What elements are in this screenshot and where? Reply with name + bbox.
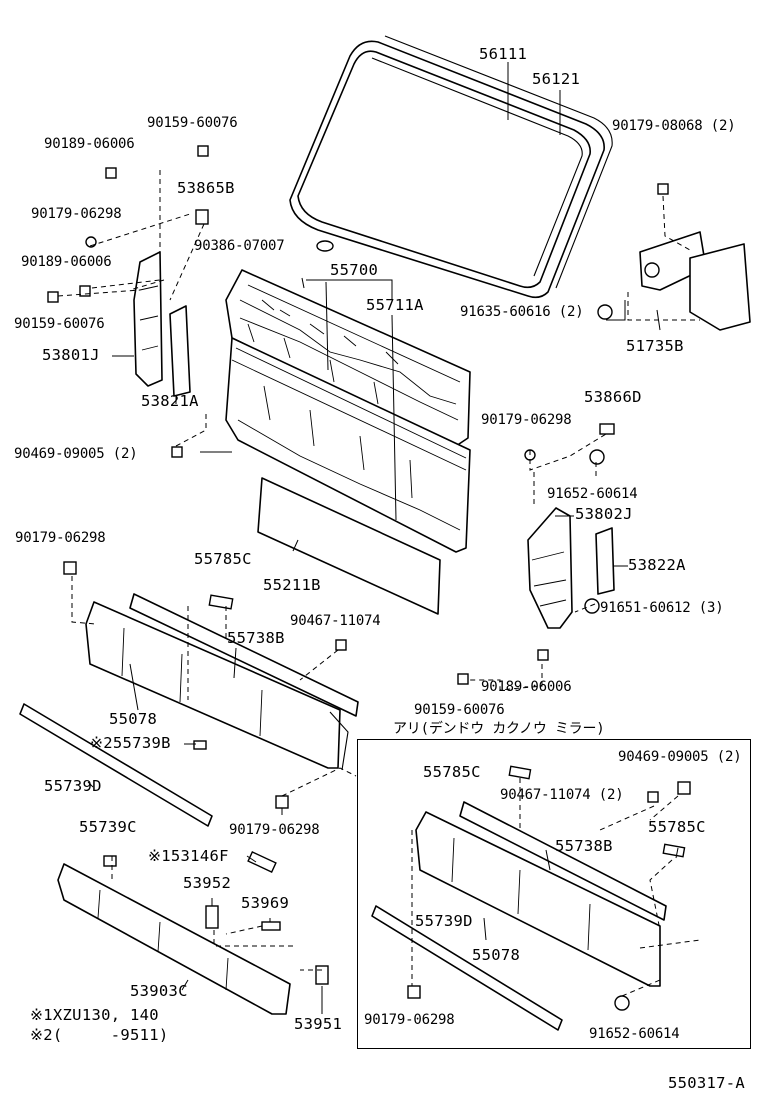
- label-90159-60076-a: 90159-60076: [147, 115, 238, 131]
- label-91652-60614-a: 91652-60614: [547, 486, 638, 502]
- label-90179-06298-d: 90179-06298: [229, 822, 320, 838]
- label-90179-06298-e: 90179-06298: [364, 1012, 455, 1028]
- label-55738B-a: 55738B: [227, 629, 285, 647]
- sub-garnish-main: [415, 811, 661, 987]
- label-53821A: 53821A: [141, 392, 199, 410]
- mirror-variant-frame: [357, 739, 751, 1049]
- label-90467-11074-a: 90467-11074: [290, 613, 381, 629]
- label-55711A: 55711A: [366, 296, 424, 314]
- label-90189-06006-b: 90189-06006: [21, 254, 112, 270]
- label-53969: 53969: [241, 894, 290, 912]
- label-90189-06006-a: 90189-06006: [44, 136, 135, 152]
- sub-garnish-lower-strip: [371, 905, 563, 1031]
- cowl-top-panel: [225, 269, 471, 447]
- fasteners: [47, 145, 691, 1011]
- sub-garnish-upper-strip: [459, 801, 667, 921]
- label-91635-60616: 91635-60616 (2): [460, 304, 584, 320]
- diagram-id: 550317-A: [668, 1074, 746, 1092]
- lower-cover: [57, 863, 291, 1015]
- label-53866D: 53866D: [584, 388, 642, 406]
- label-55078-b: 55078: [472, 946, 521, 964]
- label-90467-11074-b: 90467-11074 (2): [500, 787, 624, 803]
- label-90179-06298-c: 90179-06298: [15, 530, 106, 546]
- label-53146F: ※153146F: [148, 847, 229, 865]
- subassembly-title: アリ(デンドウ カクノウ ミラー): [393, 721, 605, 737]
- left-side-trim: [169, 305, 191, 397]
- label-53801J: 53801J: [42, 346, 100, 364]
- label-90469-09005-b: 90469-09005 (2): [618, 749, 742, 765]
- label-90469-09005-a: 90469-09005 (2): [14, 446, 138, 462]
- leader-lines: [87, 62, 679, 1014]
- label-90159-60076-c: 90159-60076: [414, 702, 505, 718]
- label-55739C: 55739C: [79, 818, 137, 836]
- label-53822A: 53822A: [628, 556, 686, 574]
- label-56111: 56111: [479, 45, 528, 63]
- label-55785C-a: 55785C: [194, 550, 252, 568]
- mirror-bracket: [639, 231, 751, 331]
- label-55211B: 55211B: [263, 576, 321, 594]
- label-90189-06006-c: 90189-06006: [481, 679, 572, 695]
- label-91652-60614-b: 91652-60614: [589, 1026, 680, 1042]
- label-55078-a: 55078: [109, 710, 158, 728]
- label-56121: 56121: [532, 70, 581, 88]
- footnote-1-text: XZU130, 140: [52, 1006, 159, 1024]
- dashed-lines: [57, 170, 701, 997]
- label-55700: 55700: [330, 261, 379, 279]
- footnote-2: ※2( -9511): [30, 1027, 169, 1044]
- label-51735B: 51735B: [626, 337, 684, 355]
- label-53952: 53952: [183, 874, 232, 892]
- front-garnish-main: [85, 601, 349, 771]
- label-90386-07007: 90386-07007: [194, 238, 285, 254]
- label-53802J: 53802J: [575, 505, 633, 523]
- label-90179-06298-b: 90179-06298: [481, 412, 572, 428]
- label-55785C-c: 55785C: [648, 818, 706, 836]
- label-90179-06298-a: 90179-06298: [31, 206, 122, 222]
- left-pillar-bracket: [133, 251, 163, 387]
- footnote-1-mark: ※1: [30, 1006, 53, 1024]
- footnote-2-text: ( -9511): [52, 1026, 169, 1044]
- label-55738B-b: 55738B: [555, 837, 613, 855]
- front-panel-plate: [257, 477, 441, 615]
- right-side-trim: [595, 527, 615, 595]
- right-pillar-bracket: [527, 507, 573, 629]
- windshield-glass: [297, 50, 591, 289]
- footnote-2-mark: ※2: [30, 1026, 53, 1044]
- label-90179-08068: 90179-08068 (2): [612, 118, 736, 134]
- garnish-lower-strip: [19, 703, 213, 827]
- label-53903C: 53903C: [130, 982, 188, 1000]
- cowl-outer-panel: [225, 337, 471, 553]
- label-55739D-b: 55739D: [415, 912, 473, 930]
- label-90159-60076-b: 90159-60076: [14, 316, 105, 332]
- label-53951: 53951: [294, 1015, 343, 1033]
- label-55739D-a: 55739D: [44, 777, 102, 795]
- garnish-upper-strip: [129, 593, 359, 717]
- footnote-1: ※1XZU130, 140: [30, 1007, 159, 1024]
- label-55785C-b: 55785C: [423, 763, 481, 781]
- label-91651-60612: 91651-60612 (3): [600, 600, 724, 616]
- label-53865B: 53865B: [177, 179, 235, 197]
- label-55739B: ※255739B: [90, 734, 171, 752]
